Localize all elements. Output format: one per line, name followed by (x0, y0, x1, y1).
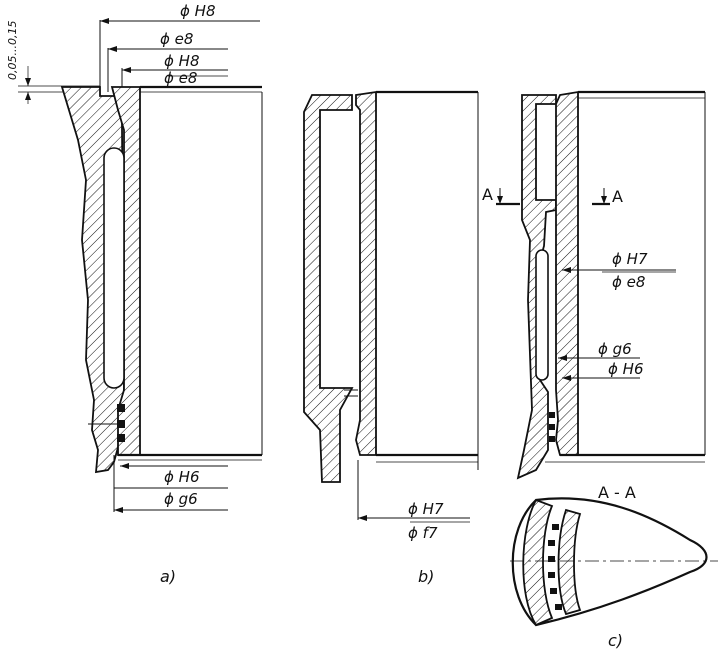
a-h6-label: ϕ H6 (164, 468, 200, 486)
view-c-seal-rings (549, 412, 555, 442)
b-h7-label: ϕ H7 (408, 500, 444, 518)
section-mark-right: A (612, 187, 623, 206)
view-a-bottom-dimensions (113, 455, 228, 513)
view-a: ϕ H8 ϕ e8 ϕ H8 ϕ e8 0,05...0,15 ϕ H6 ϕ g… (6, 2, 263, 586)
view-b-bottom-dimensions (357, 460, 470, 523)
section-marks (496, 188, 610, 206)
c-e8-label: ϕ e8 (612, 273, 645, 291)
section-mark-left: A (482, 185, 493, 204)
c-h7-label: ϕ H7 (612, 250, 648, 268)
b-f7-label: ϕ f7 (408, 524, 438, 542)
view-c-dimension-lines (558, 267, 676, 381)
caption-c: c) (608, 631, 623, 650)
view-b-liner-wall (355, 90, 377, 456)
view-b-block-wall (303, 94, 354, 483)
top-tolerance-label: 0,05...0,15 (6, 21, 19, 80)
a-e8-outer-label: ϕ e8 (160, 30, 193, 48)
view-a-water-jacket (103, 147, 125, 389)
view-a-dimension-lines (18, 18, 260, 104)
view-c-liner-wall (555, 90, 579, 456)
a-h8-outer-label: ϕ H8 (180, 2, 216, 20)
section-title: A - A (598, 483, 636, 502)
view-c: A A ϕ H7 ϕ e8 ϕ g6 ϕ H6 A - A (482, 90, 718, 650)
a-h8-inner-label: ϕ H8 (164, 52, 200, 70)
view-c-water-jacket (535, 249, 549, 381)
caption-b: b) (418, 567, 434, 586)
a-e8-inner-label: ϕ e8 (164, 69, 197, 87)
caption-a: a) (160, 567, 176, 586)
c-h6-label: ϕ H6 (608, 360, 644, 378)
a-g6-label: ϕ g6 (164, 490, 198, 508)
view-b: ϕ H7 ϕ f7 b) (303, 90, 479, 586)
section-a-a-view (510, 497, 718, 627)
view-a-seal-rings (88, 404, 125, 442)
c-g6-label: ϕ g6 (598, 340, 632, 358)
